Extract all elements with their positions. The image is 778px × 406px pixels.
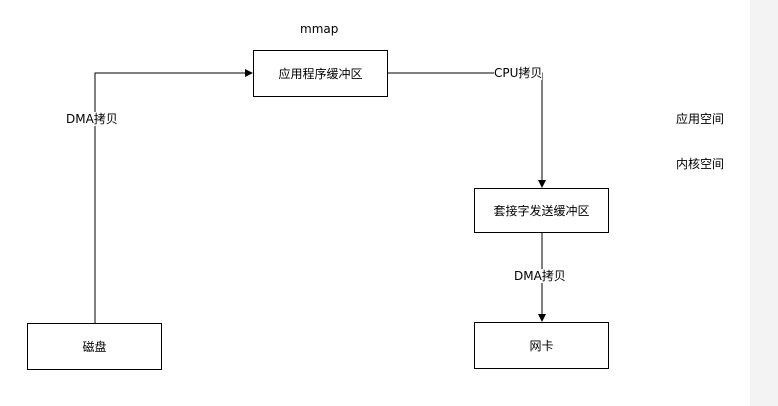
edge-label-dma-copy-left: DMA拷贝 (66, 112, 118, 126)
node-nic-label: 网卡 (529, 339, 554, 353)
node-app-buffer: 应用程序缓冲区 (253, 50, 388, 97)
node-app-buffer-label: 应用程序缓冲区 (278, 67, 363, 81)
node-nic: 网卡 (474, 322, 609, 369)
edge-disk-to-app-buffer (94, 69, 253, 323)
region-label-user-space: 应用空间 (676, 112, 725, 126)
edge-app-buffer-to-socket-buffer (388, 72, 546, 188)
diagram-title: mmap (300, 22, 339, 36)
scroll-edge (750, 0, 778, 406)
node-disk-label: 磁盘 (82, 340, 107, 354)
edge-label-dma-copy-right: DMA拷贝 (514, 269, 566, 283)
edge-label-cpu-copy: CPU拷贝 (494, 66, 543, 80)
node-disk: 磁盘 (27, 323, 162, 370)
node-socket-buffer-label: 套接字发送缓冲区 (493, 204, 590, 218)
node-socket-buffer: 套接字发送缓冲区 (474, 188, 609, 233)
region-label-kernel-space: 内核空间 (676, 157, 725, 171)
